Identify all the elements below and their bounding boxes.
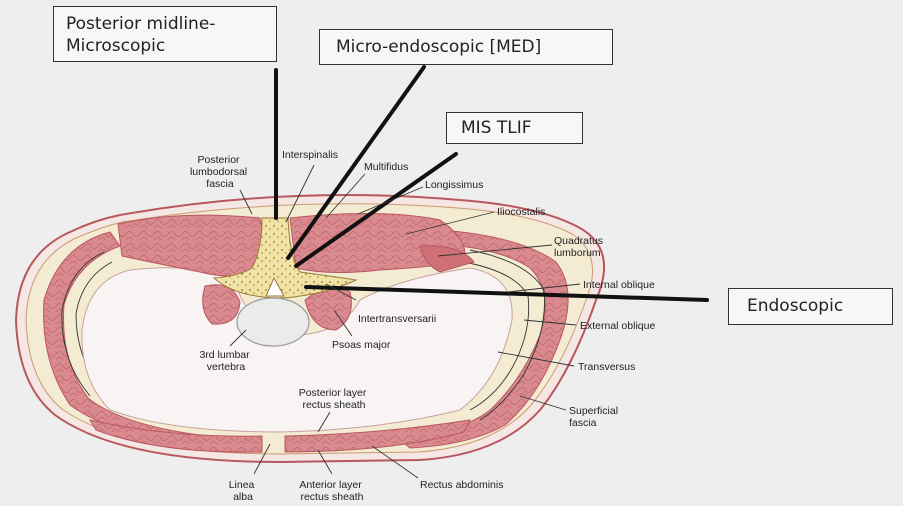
label-external-oblique: External oblique: [580, 320, 655, 332]
label-posterior-layer-rectus-sheath: Posterior layer rectus sheath: [299, 387, 370, 411]
label-intertransversarii: Intertransversarii: [358, 313, 436, 325]
leader-lines: [229, 164, 581, 479]
posterior-midline-line1: Posterior midline-: [66, 14, 216, 34]
label-third-lumbar-vertebra: 3rd lumbar vertebra: [199, 349, 252, 373]
label-anterior-layer-rectus-sheath: Anterior layer rectus sheath: [299, 479, 364, 503]
label-internal-oblique: Internal oblique: [583, 279, 655, 291]
micro-endoscopic-box: Micro-endoscopic [MED]: [319, 29, 613, 65]
label-iliocostalis: Iliocostalis: [497, 206, 545, 218]
mis-tlif-line: [294, 152, 458, 268]
right-abdominal-wall: [398, 229, 569, 449]
endoscopic-box: Endoscopic: [728, 288, 893, 325]
label-quadratus-lumborum: Quadratus lumborum: [554, 235, 606, 259]
label-transversus: Transversus: [578, 361, 635, 373]
label-psoas-major: Psoas major: [332, 339, 391, 351]
label-rectus-abdominis: Rectus abdominis: [420, 479, 503, 491]
posterior-midline-line2: Microscopic: [66, 36, 166, 56]
quadratus-lumborum-shape: [419, 245, 475, 273]
rectus-abdominis-right: [284, 419, 471, 453]
spinal-canal: [265, 276, 285, 297]
label-superficial-fascia: Superficial fascia: [569, 405, 621, 429]
micro-endoscopic-text: Micro-endoscopic [MED]: [336, 37, 542, 57]
vertebral-body: [236, 297, 310, 347]
endoscopic-text: Endoscopic: [747, 296, 844, 316]
mis-tlif-box: MIS TLIF: [446, 112, 583, 144]
label-multifidus: Multifidus: [364, 161, 408, 173]
mis-tlif-text: MIS TLIF: [461, 118, 532, 138]
posterior-midline-box: Posterior midline- Microscopic: [53, 6, 277, 62]
label-linea-alba: Linea alba: [229, 479, 258, 503]
label-longissimus: Longissimus: [425, 179, 483, 191]
micro-endoscopic-line: [286, 65, 426, 260]
endoscopic-line: [304, 285, 709, 302]
vertebra-lamina: [212, 217, 358, 299]
label-interspinalis: Interspinalis: [282, 149, 338, 161]
label-posterior-lumbodorsal-fascia: Posterior lumbodorsal fascia: [190, 154, 250, 190]
rectus-abdominis-left: [88, 419, 263, 453]
